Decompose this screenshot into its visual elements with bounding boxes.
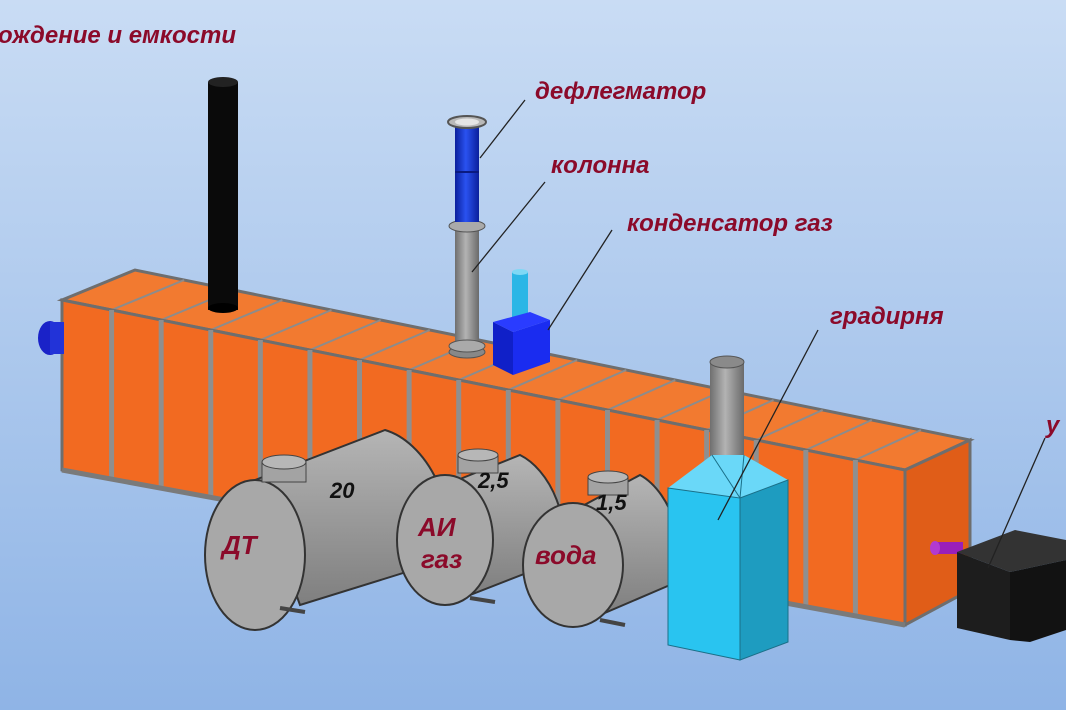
- furnace-top-divider: [210, 299, 283, 331]
- furnace-top-divider: [309, 319, 381, 351]
- tank-ai-label-line2: газ: [421, 544, 463, 574]
- cooling-tower: [667, 355, 789, 661]
- label-cooling-tower: градирня: [830, 303, 944, 330]
- black-box: [957, 530, 1066, 642]
- label-right-fragment: у: [1046, 412, 1060, 439]
- label-column: колонна: [551, 152, 650, 179]
- furnace-top-divider: [507, 359, 578, 391]
- label-gas-condenser: конденсатор газ: [627, 210, 833, 237]
- tank-ai-label-line1: АИ: [418, 512, 456, 542]
- title-fragment: ождение и емкости: [0, 22, 236, 49]
- furnace-top-divider: [259, 309, 332, 341]
- tank-water-label: вода: [535, 540, 597, 570]
- gas-condenser: [493, 269, 550, 375]
- tank-water: [522, 470, 681, 628]
- furnace-top-divider: [557, 369, 627, 401]
- label-dephlegmator: дефлегматор: [535, 78, 707, 105]
- furnace-top-divider: [854, 429, 922, 461]
- tank-ai-gas: [396, 448, 565, 606]
- tank-water-volume: 1,5: [596, 490, 627, 515]
- left-inlet-nozzle: [38, 321, 64, 355]
- furnace-top-divider: [805, 419, 873, 451]
- tank-dt-volume: 20: [330, 478, 355, 503]
- column: [448, 219, 486, 359]
- leader-lines: [471, 99, 1046, 569]
- furnace-top-divider: [111, 279, 185, 311]
- furnace-top-divider: [755, 409, 824, 441]
- tank-ai-volume: 2,5: [478, 468, 509, 493]
- furnace-top-divider: [607, 379, 676, 411]
- tank-dt-label: ДТ: [222, 530, 257, 560]
- right-outlet-pipe: [930, 541, 963, 555]
- chimney: [208, 77, 238, 313]
- dephlegmator: [447, 115, 487, 222]
- furnace-top-divider: [359, 329, 431, 361]
